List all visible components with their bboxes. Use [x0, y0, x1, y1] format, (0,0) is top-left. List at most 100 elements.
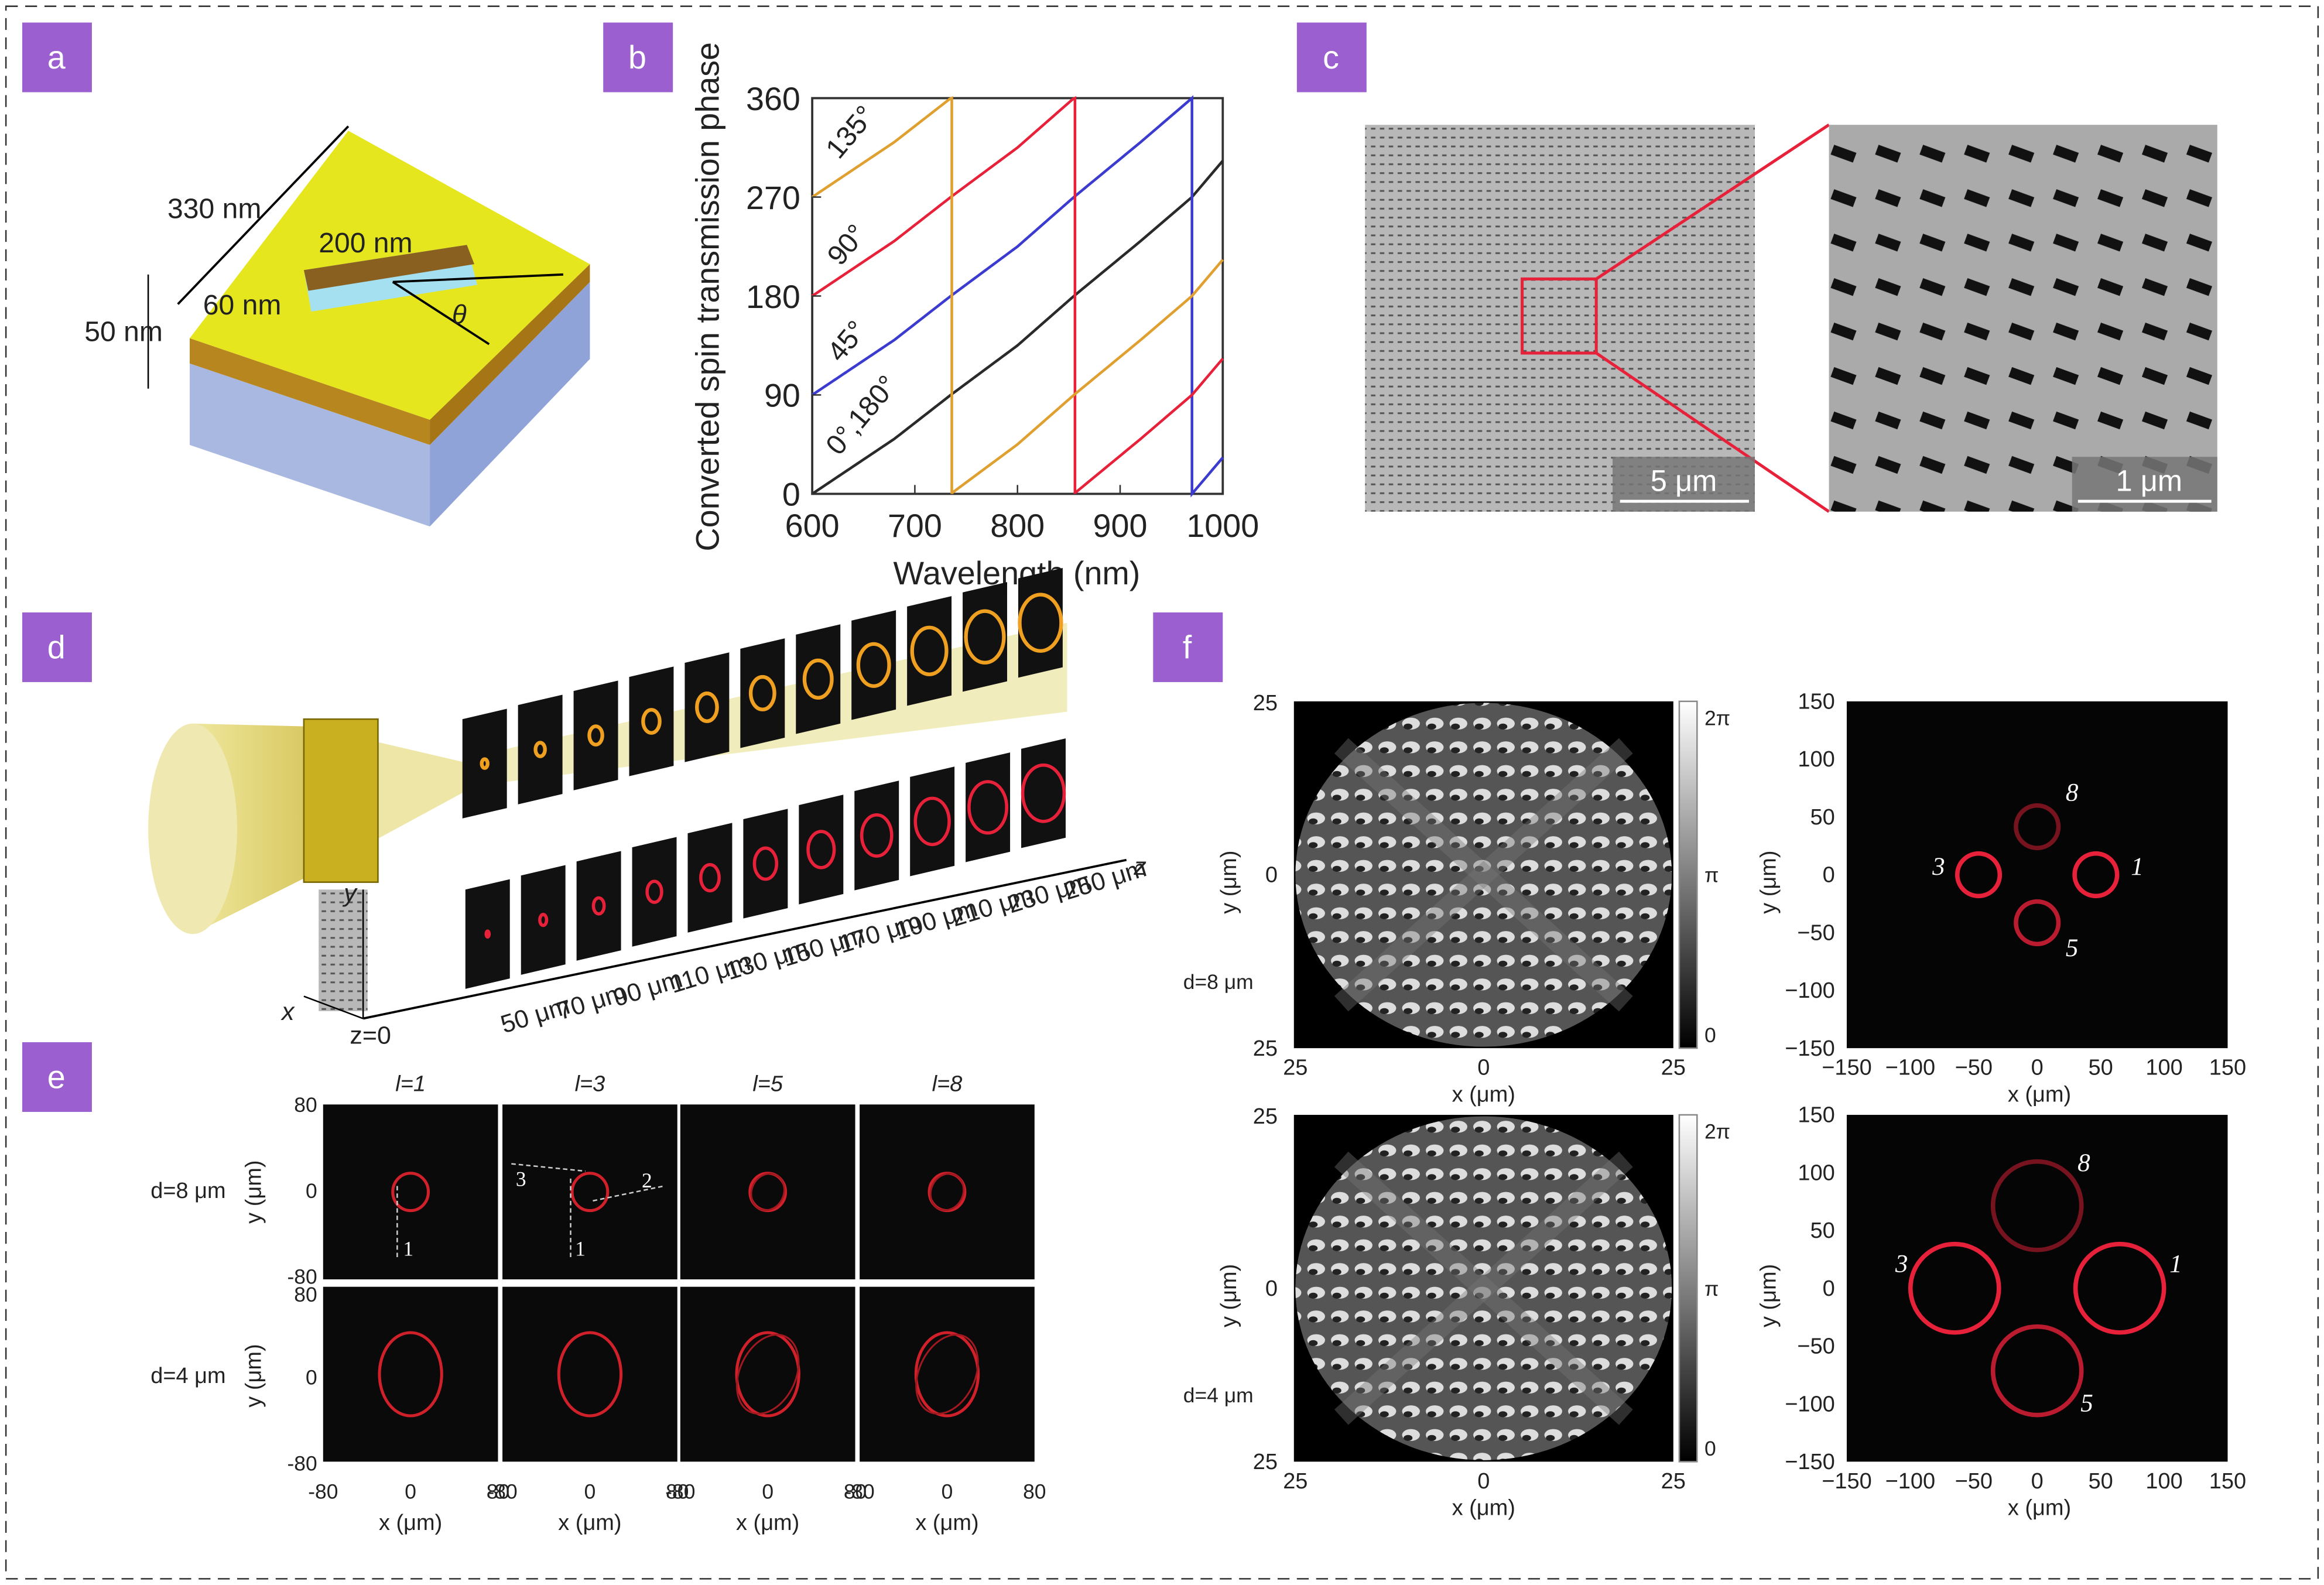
y-tick: 25: [1253, 691, 1278, 716]
red-ring: [699, 862, 721, 893]
axis-z-label: z: [1133, 853, 1146, 881]
top-plane: [573, 680, 618, 790]
colorbar-label: 0: [1705, 1437, 1716, 1460]
bottom-plane: [743, 809, 788, 919]
panel-label-f: f: [1153, 612, 1223, 682]
gold-ring: [910, 625, 949, 676]
y-tick-label: 90: [764, 378, 800, 414]
oam-ring: [2072, 851, 2120, 899]
colorbar: [1678, 700, 1698, 1049]
svg-text:d: d: [47, 629, 66, 665]
annotation: 1: [403, 1237, 414, 1261]
red-ring: [860, 813, 894, 858]
y-tick: 0: [1265, 863, 1278, 888]
panel-label-a: a: [22, 22, 92, 93]
x-axis-label: x (μm): [1452, 1495, 1515, 1520]
ring-label: 3: [1895, 1250, 1908, 1278]
x-tick: 0: [2031, 1056, 2044, 1080]
svg-text:a: a: [47, 39, 66, 76]
colorbar-label: 0: [1705, 1023, 1716, 1047]
top-plane: [684, 652, 730, 762]
series-line-2: [811, 96, 1224, 494]
oam-ring: [2014, 899, 2061, 947]
x-tick: -80: [845, 1480, 875, 1504]
y-tick: −50: [1797, 1334, 1834, 1359]
distance-label: 250 μm: [1060, 854, 1149, 905]
y-tick-label: 0: [782, 477, 800, 513]
bottom-plane: [910, 766, 955, 877]
x-tick: 0: [942, 1480, 953, 1504]
bottom-plane: [632, 837, 677, 947]
bottom-plane: [854, 780, 899, 891]
x-tick: −100: [1885, 1056, 1936, 1080]
y-tick-label: 180: [746, 279, 800, 315]
series-line-3: [811, 96, 1224, 494]
gold-ring: [587, 724, 604, 747]
row-label-d8: d=8 μm: [150, 1179, 225, 1203]
red-ring: [645, 879, 663, 904]
bottom-plane: [966, 752, 1011, 862]
top-plane: [462, 708, 507, 819]
ring-spiral: [929, 1173, 965, 1211]
ring-label: 1: [2169, 1250, 2182, 1278]
colorbar-label: π: [1705, 1277, 1719, 1300]
column-label-0: l=1: [395, 1072, 426, 1097]
phase-diag: [1334, 738, 1633, 1012]
svg-text:f: f: [1183, 629, 1192, 665]
x-tick: -80: [308, 1480, 338, 1504]
ring-label: 1: [2131, 853, 2144, 881]
gold-ring: [533, 741, 547, 758]
intensity-plot: [1846, 1115, 2228, 1462]
y-tick: 100: [1798, 747, 1834, 772]
gold-ring: [856, 642, 891, 688]
intensity-cell: [860, 1104, 1035, 1280]
y-tick: -80: [287, 1452, 317, 1476]
intensity-cell: [502, 1104, 677, 1280]
red-ring: [806, 830, 836, 869]
x-tick: 25: [1661, 1469, 1686, 1494]
oam-ring: [1990, 1159, 2084, 1252]
y-tick: −150: [1785, 1450, 1835, 1474]
x-axis-label: x (μm): [915, 1511, 978, 1535]
dim-330: 330 nm: [167, 193, 261, 225]
y-axis-label: y (μm): [1756, 850, 1781, 913]
x-tick: −50: [1955, 1469, 1993, 1494]
x-axis-label: x (μm): [558, 1511, 621, 1535]
phase-diag: [1334, 1151, 1633, 1425]
gold-ring: [1018, 593, 1063, 653]
x-axis-label: Wavelength (nm): [894, 555, 1141, 591]
y-tick: 150: [1798, 1103, 1834, 1128]
y-axis-label: y (μm): [1217, 850, 1241, 913]
y-tick: −100: [1785, 1392, 1835, 1416]
y-tick: −150: [1785, 1036, 1835, 1061]
x-tick: 25: [1283, 1469, 1308, 1494]
dim-200: 200 nm: [319, 227, 412, 259]
y-tick-label: 270: [746, 180, 800, 216]
ring: [570, 1172, 610, 1213]
y-tick: 0: [1265, 1276, 1278, 1301]
ring: [914, 1331, 980, 1418]
gold-ring: [641, 708, 662, 735]
panel-label-d: d: [22, 612, 92, 682]
x-axis-label: x (μm): [2008, 1082, 2071, 1107]
x-tick: 0: [1477, 1469, 1490, 1494]
y-tick: 0: [306, 1366, 317, 1389]
oam-ring: [2014, 803, 2061, 851]
top-plane: [851, 610, 896, 720]
red-ring: [484, 929, 491, 939]
x-tick: -80: [665, 1480, 695, 1504]
top-plane: [907, 596, 952, 706]
x-tick: 50: [2089, 1056, 2113, 1080]
svg-text:c: c: [1323, 39, 1339, 76]
x-tick: 0: [2031, 1469, 2044, 1494]
ring-spiral: [915, 1334, 979, 1415]
gold-ring: [480, 757, 490, 770]
intensity-cell: [323, 1104, 498, 1280]
row-label-d4: d=4 μm: [150, 1364, 225, 1388]
column-label-2: l=5: [752, 1072, 783, 1097]
bottom-plane: [799, 795, 844, 905]
theta-label: θ: [452, 299, 467, 329]
gold-ring: [802, 658, 834, 700]
x-tick: 0: [405, 1480, 416, 1504]
y-tick: −50: [1797, 920, 1834, 945]
